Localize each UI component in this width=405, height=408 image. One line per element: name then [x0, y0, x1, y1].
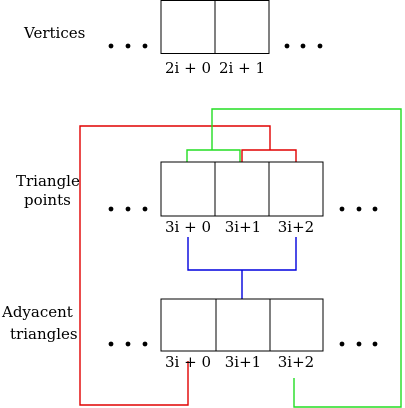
- vertex-cell-1: [214, 0, 270, 54]
- triangle-point-cell-label-1: 3i+1: [225, 218, 261, 236]
- triangle-points-right-ellipsis: [339, 206, 378, 212]
- adjacent-triangles-left-ellipsis: [108, 341, 148, 347]
- triangle-point-cell-label-0: 3i + 0: [165, 218, 211, 236]
- adjacent-triangle-cell-1: [215, 298, 271, 352]
- adjacent-triangle-cell-2: [269, 298, 324, 352]
- triangle-points-row: Triangle points 3i + 0 3i+1 3i+2: [16, 161, 378, 236]
- vertex-cell-label-1: 2i + 1: [219, 59, 265, 77]
- adjacent-triangle-cell-0: [160, 298, 217, 352]
- blue-connector: [187, 237, 297, 299]
- green-connector: [186, 108, 402, 408]
- vertex-cell-label-0: 2i + 0: [165, 59, 211, 77]
- triangle-point-cell-2: [268, 161, 324, 217]
- adjacent-triangles-row: Adyacent triangles 3i + 0 3i+1 3i+2: [1, 298, 378, 371]
- adjacent-triangles-label-line-2: triangles: [10, 325, 78, 343]
- adjacent-triangle-cell-label-0: 3i + 0: [165, 353, 211, 371]
- vertices-row: Vertices 2i + 0 2i + 1: [23, 0, 323, 77]
- adjacent-triangles-label-line-1: Adyacent: [1, 303, 73, 321]
- vertices-right-ellipsis: [284, 43, 323, 49]
- vertices-left-ellipsis: [108, 43, 148, 49]
- adjacent-triangle-cell-label-2: 3i+2: [278, 353, 314, 371]
- vertices-label: Vertices: [23, 24, 85, 42]
- connectors: [79, 108, 402, 408]
- triangle-points-left-ellipsis: [108, 206, 148, 212]
- triangle-point-cell-0: [160, 161, 216, 217]
- adjacent-triangles-right-ellipsis: [339, 341, 378, 347]
- adjacent-triangle-cell-label-1: 3i+1: [225, 353, 261, 371]
- triangle-points-label-line-2: points: [24, 191, 71, 209]
- vertex-cell-0: [160, 0, 216, 54]
- triangle-point-cell-label-2: 3i+2: [278, 218, 314, 236]
- triangle-points-label-line-1: Triangle: [16, 172, 80, 190]
- triangle-point-cell-1: [214, 161, 270, 217]
- red-connector: [79, 125, 297, 406]
